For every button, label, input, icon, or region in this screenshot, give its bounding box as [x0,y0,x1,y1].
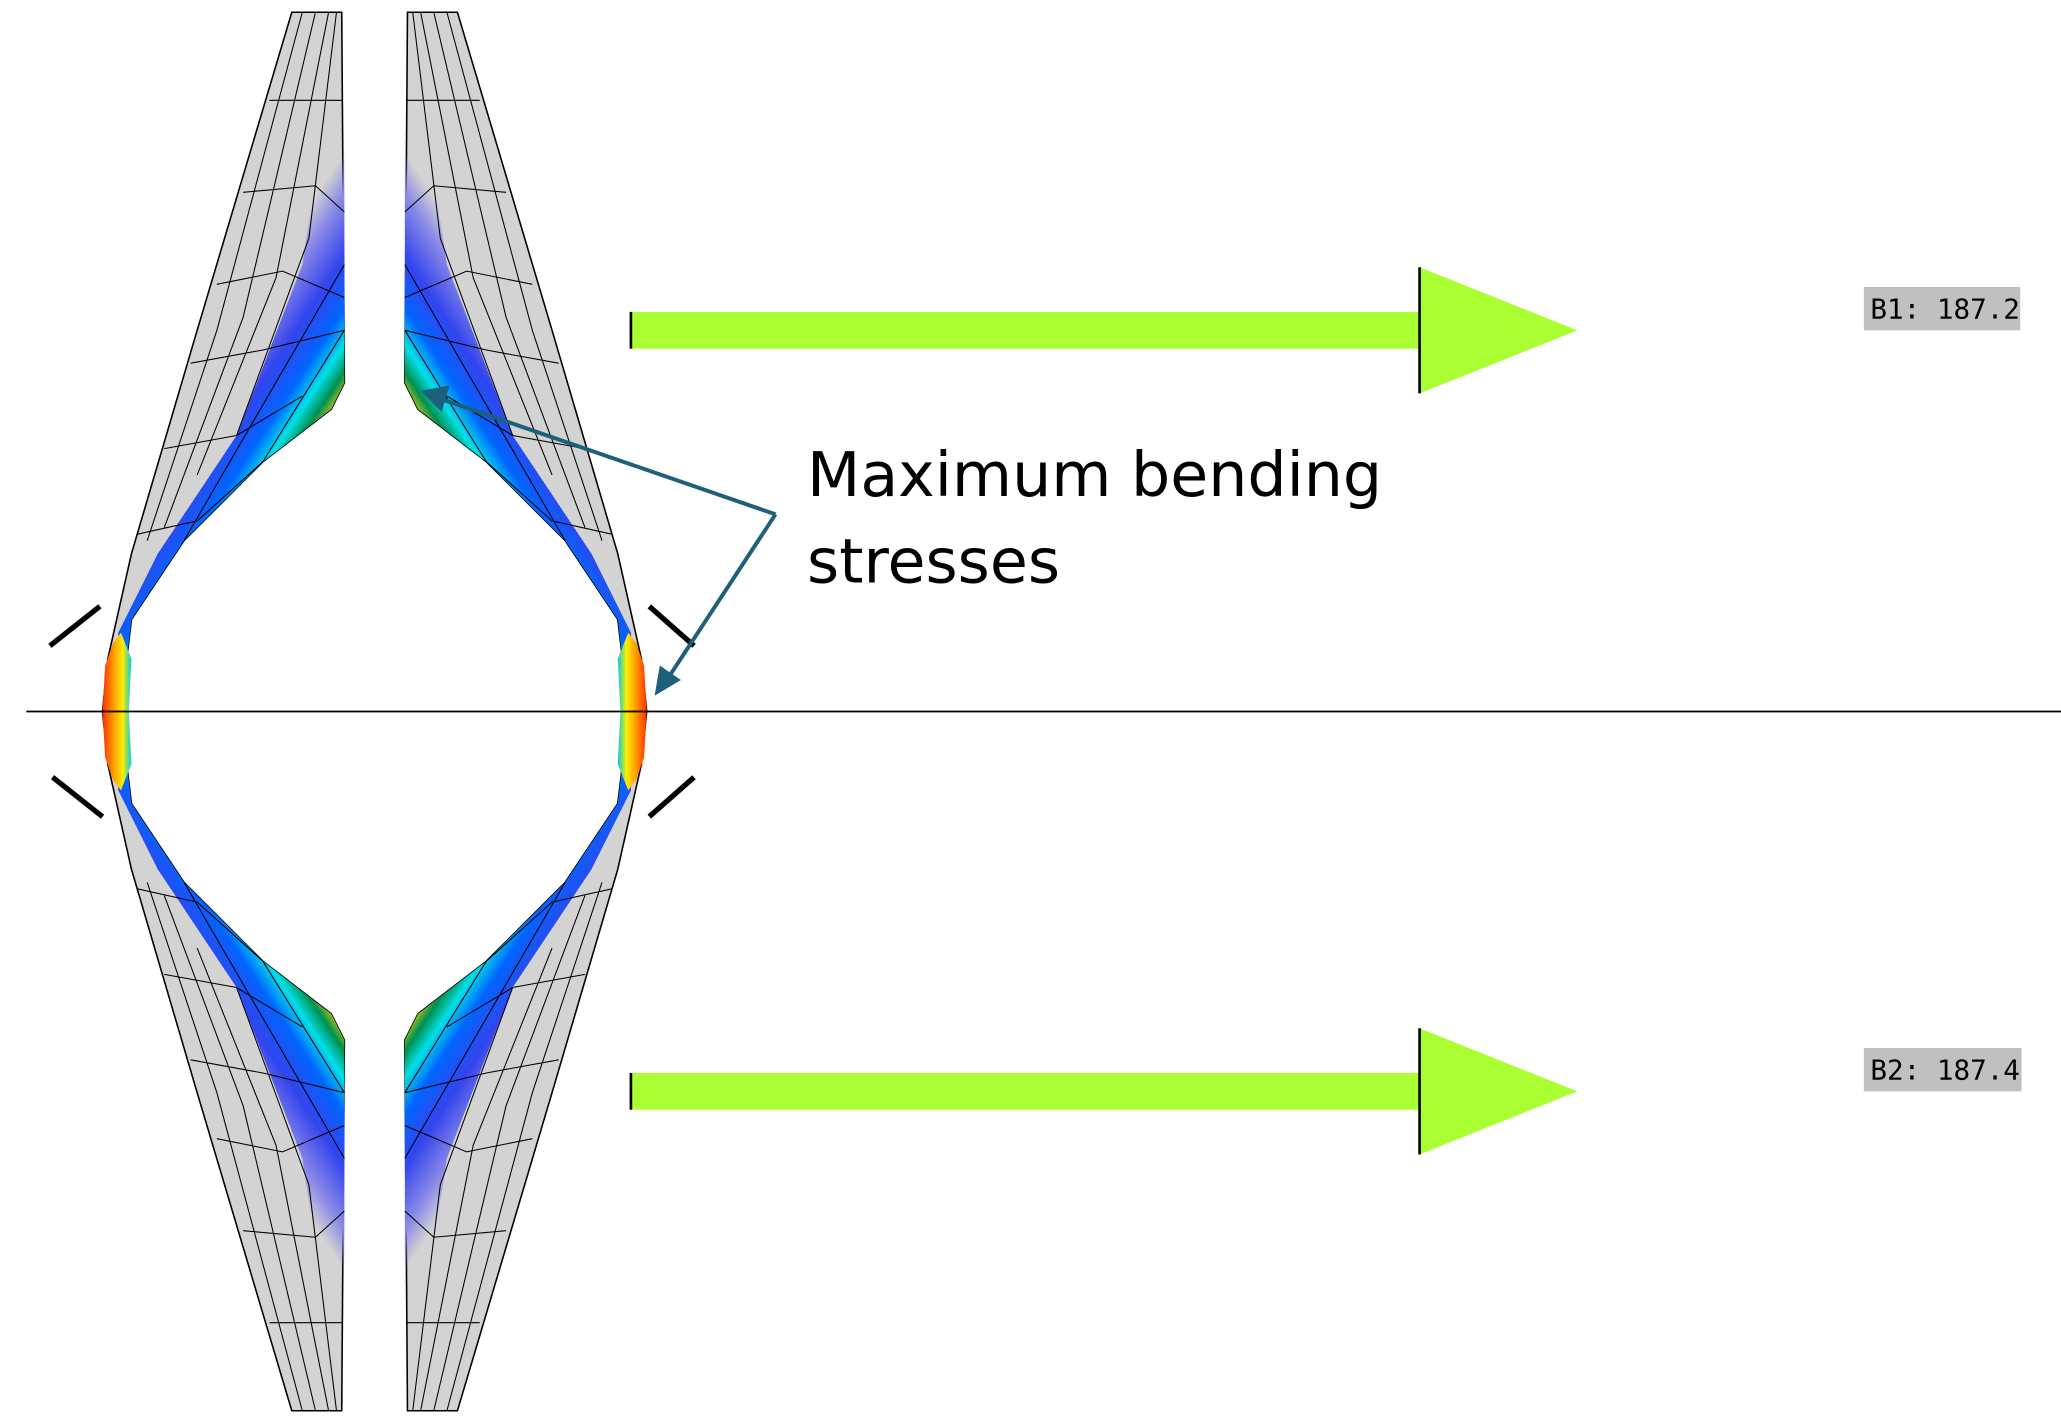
load-arrow-b2 [629,1028,1578,1155]
callout-arrows [420,385,778,696]
support-marks [48,604,696,819]
load-label-b1-text: B1: 187.2 [1870,292,2020,325]
callout-text-line1: Maximum bending [807,439,1382,511]
load-label-b2: B2: 187.4 [1863,1047,2022,1092]
lower-left-flange [101,710,346,1412]
upper-right-flange [404,11,648,713]
load-label-b2-text: B2: 187.4 [1870,1054,2020,1087]
lower-right-flange [404,710,648,1412]
upper-left-flange [101,11,346,713]
load-arrow-b1 [629,267,1578,394]
callout-text-line2: stresses [807,526,1060,598]
load-label-b1: B1: 187.2 [1863,286,2021,331]
